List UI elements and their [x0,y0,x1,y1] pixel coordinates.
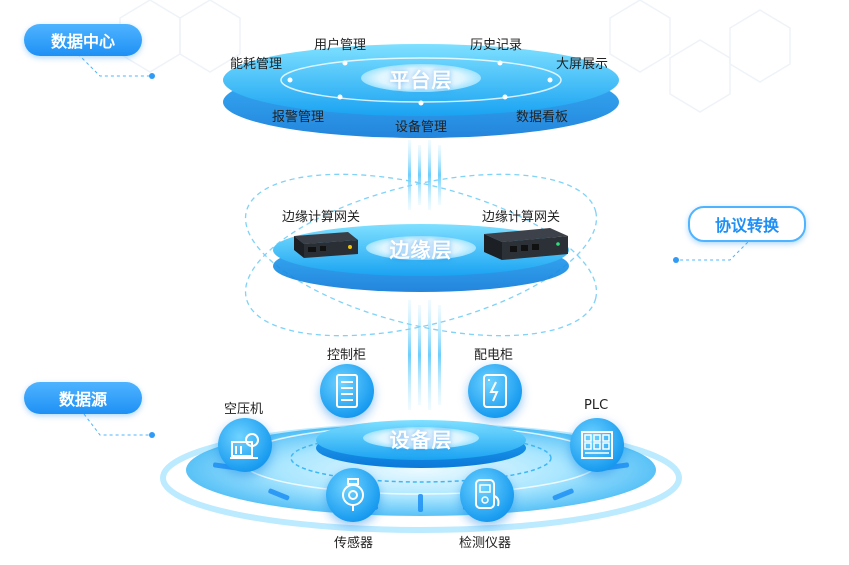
tag-data-center: 数据中心 [24,24,142,56]
platform-layer-title: 平台层 [389,68,453,92]
module-dashboard: 数据看板 [516,110,569,125]
device-label-test-instrument: 检测仪器 [459,536,512,551]
device-base [160,420,682,533]
gateway-device-right-icon [484,228,568,260]
edge-layer-title: 边缘层 [389,238,453,262]
gateway-label-right: 边缘计算网关 [482,210,561,225]
beams [408,140,441,410]
sensor-icon [326,468,380,522]
tag-protocol-conversion: 协议转换 [688,206,806,242]
gateway-device-left-icon [294,232,358,258]
gateway-label-left: 边缘计算网关 [282,210,361,225]
tag-data-source: 数据源 [24,382,142,414]
air-compressor-icon [218,418,272,472]
edge-orbits [244,173,598,337]
module-history: 历史记录 [470,38,523,53]
tag-leaders [77,53,753,436]
module-energy: 能耗管理 [230,57,283,72]
distribution-cabinet-icon [468,364,522,418]
device-label-control-cabinet: 控制柜 [327,348,367,363]
platform-disc [223,44,619,138]
device-label-distribution-cabinet: 配电柜 [474,348,514,363]
device-layer-title: 设备层 [389,428,453,452]
device-label-air-compressor: 空压机 [224,402,264,417]
module-alarm: 报警管理 [272,110,325,125]
plc-icon [570,418,624,472]
control-cabinet-icon [320,364,374,418]
device-label-sensor: 传感器 [334,536,374,551]
module-user-management: 用户管理 [314,38,367,53]
test-instrument-icon [460,468,514,522]
module-big-screen: 大屏展示 [556,57,609,72]
module-device: 设备管理 [395,120,448,135]
hex-background [119,0,791,113]
device-label-plc: PLC [584,398,609,413]
